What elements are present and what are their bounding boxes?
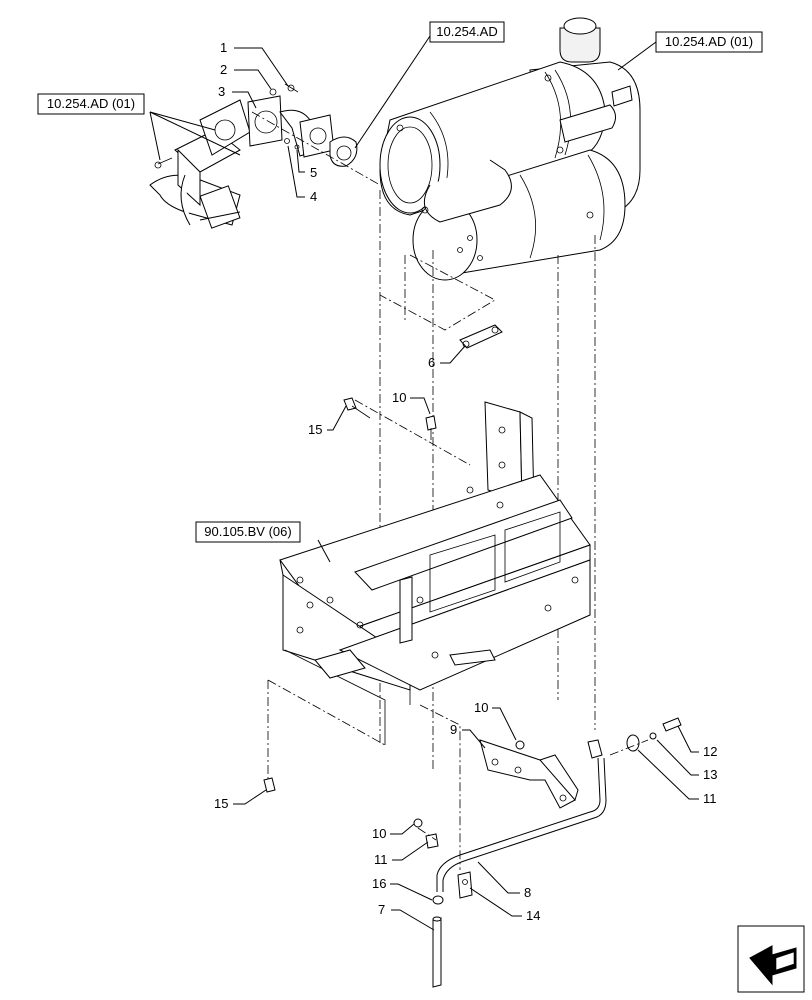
- bolt-10-upper: [425, 415, 437, 440]
- callout-6: 6: [428, 355, 435, 370]
- callout-numbers: 1 2 3 4 5 6 10 15 9 10 12 13 11 15 10 11…: [214, 40, 717, 923]
- exhaust-elbow-group: [149, 83, 358, 229]
- reference-label: 10.254.AD (01): [47, 96, 135, 111]
- callout-2: 2: [220, 62, 227, 77]
- reference-label: 10.254.AD (01): [665, 34, 753, 49]
- reference-box-top-right[interactable]: 10.254.AD (01): [655, 31, 763, 53]
- callout-15: 15: [214, 796, 228, 811]
- callout-5: 5: [310, 165, 317, 180]
- callout-15: 15: [308, 422, 322, 437]
- callout-10: 10: [392, 390, 406, 405]
- callout-9: 9: [450, 722, 457, 737]
- reference-box-top[interactable]: 10.254.AD: [429, 21, 505, 43]
- callout-11: 11: [374, 852, 388, 867]
- callout-14: 14: [526, 908, 540, 923]
- bolt-15-upper: [343, 397, 371, 419]
- callout-4: 4: [310, 189, 317, 204]
- callout-12: 12: [703, 744, 717, 759]
- support-frame: [279, 401, 591, 745]
- direction-arrow-icon: [737, 925, 805, 993]
- callout-13: 13: [703, 767, 717, 782]
- callout-10: 10: [474, 700, 488, 715]
- callout-3: 3: [218, 84, 225, 99]
- callout-16: 16: [372, 876, 386, 891]
- bracket-part-6: [459, 324, 503, 349]
- callout-11: 11: [703, 791, 717, 806]
- callout-8: 8: [524, 885, 531, 900]
- exhaust-aftertreatment-assembly: [379, 17, 641, 331]
- reference-label: 90.105.BV (06): [204, 524, 291, 539]
- washer-group-right: [626, 717, 682, 752]
- reference-label: 10.254.AD: [436, 24, 497, 39]
- bracket-part-9: [479, 739, 579, 809]
- callout-1: 1: [220, 40, 227, 55]
- leader-lines: [149, 35, 699, 931]
- callout-10: 10: [372, 826, 386, 841]
- callout-7: 7: [378, 902, 385, 917]
- reference-box-left[interactable]: 10.254.AD (01): [37, 93, 145, 115]
- reference-box-frame[interactable]: 90.105.BV (06): [195, 521, 301, 543]
- tube-part-8: [436, 757, 607, 892]
